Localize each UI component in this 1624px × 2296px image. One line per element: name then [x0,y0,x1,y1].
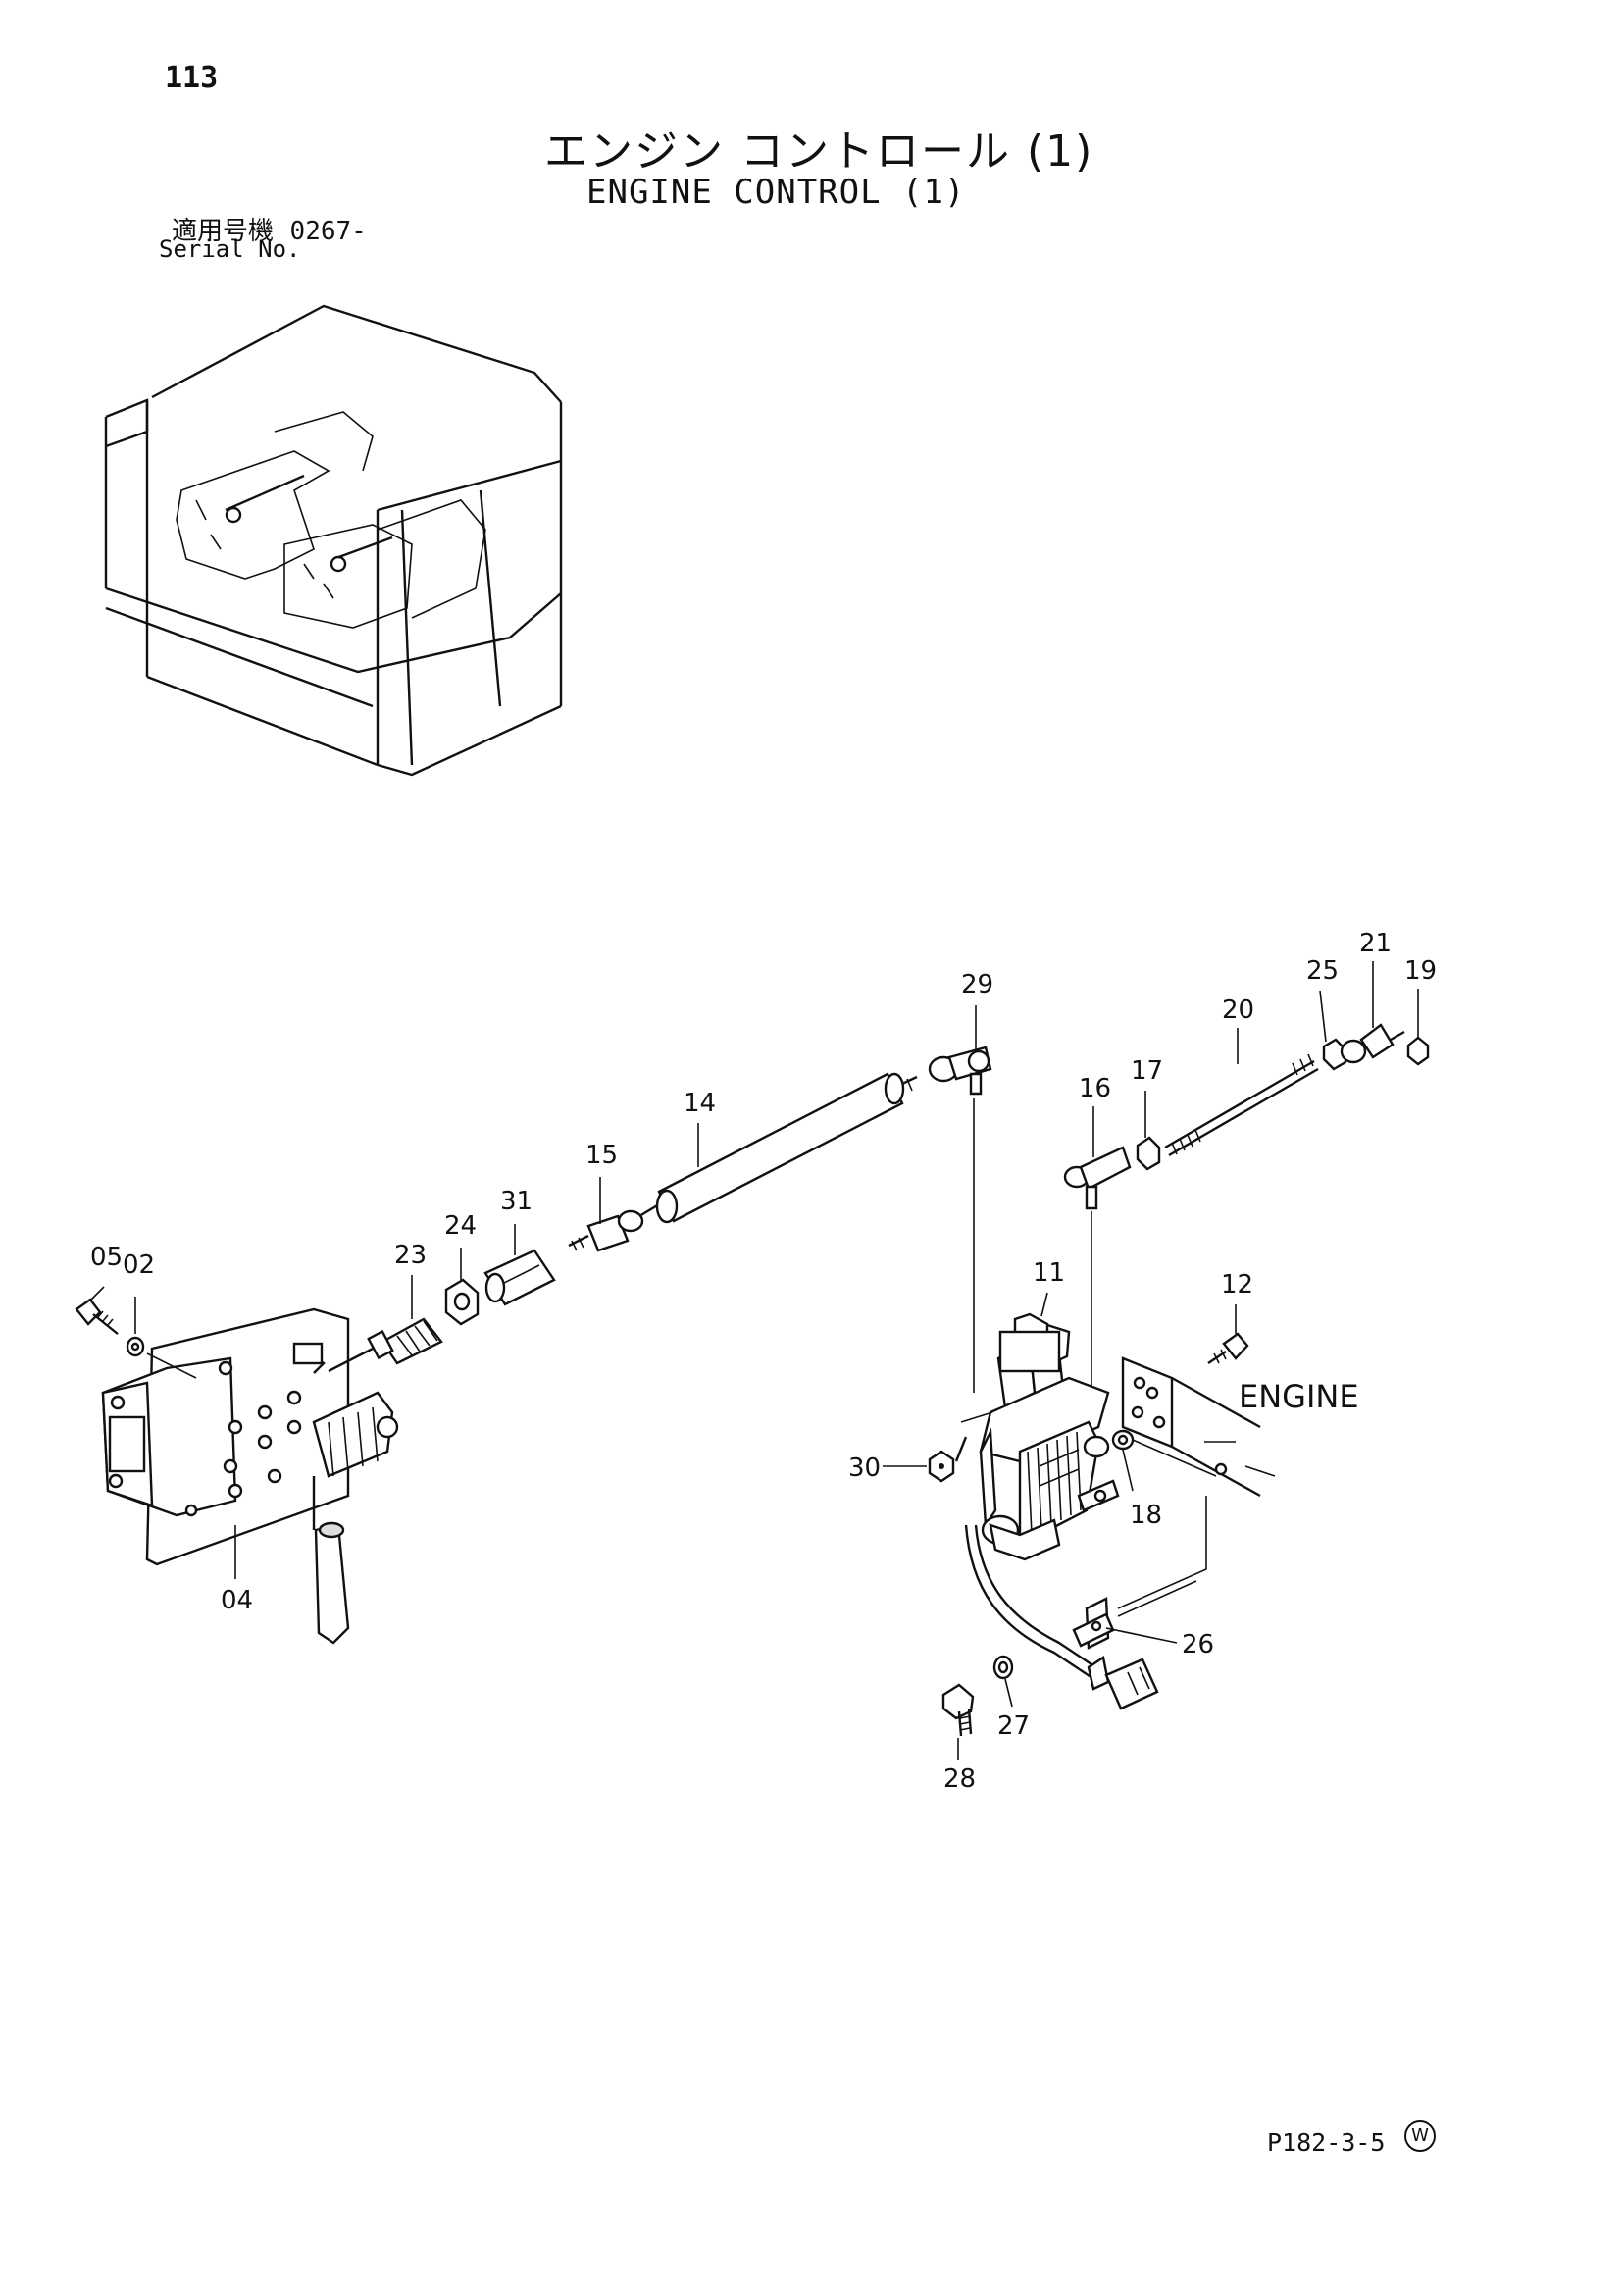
callout-31: 31 [500,1187,533,1216]
part-05-bolt [75,1298,119,1335]
part-25-nut [1322,1038,1347,1071]
serial-applicability: 適用号機 0267- [172,211,367,247]
serial-label: Serial No. [159,235,301,263]
part-23-adjuster [328,1317,443,1373]
part-27-washer [992,1655,1014,1680]
machine-overview-sketch [104,304,563,777]
reference-code: P182-3-5 [1267,2128,1386,2157]
wiring-harness [964,1524,1110,1691]
callout-17: 17 [1131,1056,1163,1086]
callout-18: 18 [1130,1501,1162,1530]
page-number: 113 [165,61,219,95]
callout-26: 26 [1182,1630,1214,1659]
assembly-guide-lines [1117,1441,1236,1609]
part-28-bolt [941,1683,975,1737]
callout-11: 11 [1033,1258,1065,1288]
callout-29: 29 [961,970,993,999]
callout-23: 23 [394,1241,427,1270]
part-19-nut [1406,1036,1430,1066]
callout-14: 14 [684,1089,716,1118]
part-29-elbow-joint [928,1046,992,1393]
engine-mounting-plate [1121,1356,1276,1498]
part-16-ball-joint [1063,1146,1132,1412]
serial-value: 0267- [289,217,367,246]
part-18-washer [1111,1429,1135,1451]
part-11-bracket [998,1330,1061,1373]
engine-label: ENGINE [1239,1378,1359,1415]
callout-16: 16 [1079,1074,1111,1103]
part-17-nut [1136,1136,1161,1171]
callout-05: 05 [90,1243,123,1272]
callout-leaders [89,961,1419,1760]
part-12-bolt [1207,1332,1249,1364]
callout-02: 02 [123,1250,155,1280]
part-14-rod [638,1072,918,1224]
callout-21: 21 [1359,929,1392,958]
part-26-clamp [1072,1580,1197,1650]
part-30-nut [928,1450,955,1483]
callout-27: 27 [997,1711,1030,1741]
callout-19: 19 [1404,956,1437,986]
part-04-control-valve [101,1307,399,1645]
part-20-threaded-rod [1164,1053,1319,1157]
w-mark: W [1404,2120,1436,2152]
leader-02-05 [146,1352,197,1379]
callout-25: 25 [1306,956,1339,986]
part-connector [1104,1658,1159,1710]
page-title-japanese: エンジン コントロール (1) [544,127,1094,177]
callout-12: 12 [1221,1270,1253,1300]
callout-15: 15 [585,1141,618,1170]
callout-30: 30 [848,1454,881,1483]
page-title: ENGINE CONTROL (1) [586,173,966,212]
callout-20: 20 [1222,995,1254,1025]
part-21-ball-joint [1340,1023,1405,1064]
serial-label-japanese: 適用号機 [172,217,275,246]
part-24-nut [444,1278,480,1326]
part-31-coupling [483,1249,556,1306]
part-15-ball-joint [568,1209,644,1252]
callout-labels: 05 02 04 23 24 31 15 14 29 16 17 20 25 2… [90,929,1437,1794]
part-02-washer [126,1336,145,1357]
callout-04: 04 [221,1586,253,1615]
callout-24: 24 [444,1211,477,1241]
callout-28: 28 [943,1764,976,1794]
